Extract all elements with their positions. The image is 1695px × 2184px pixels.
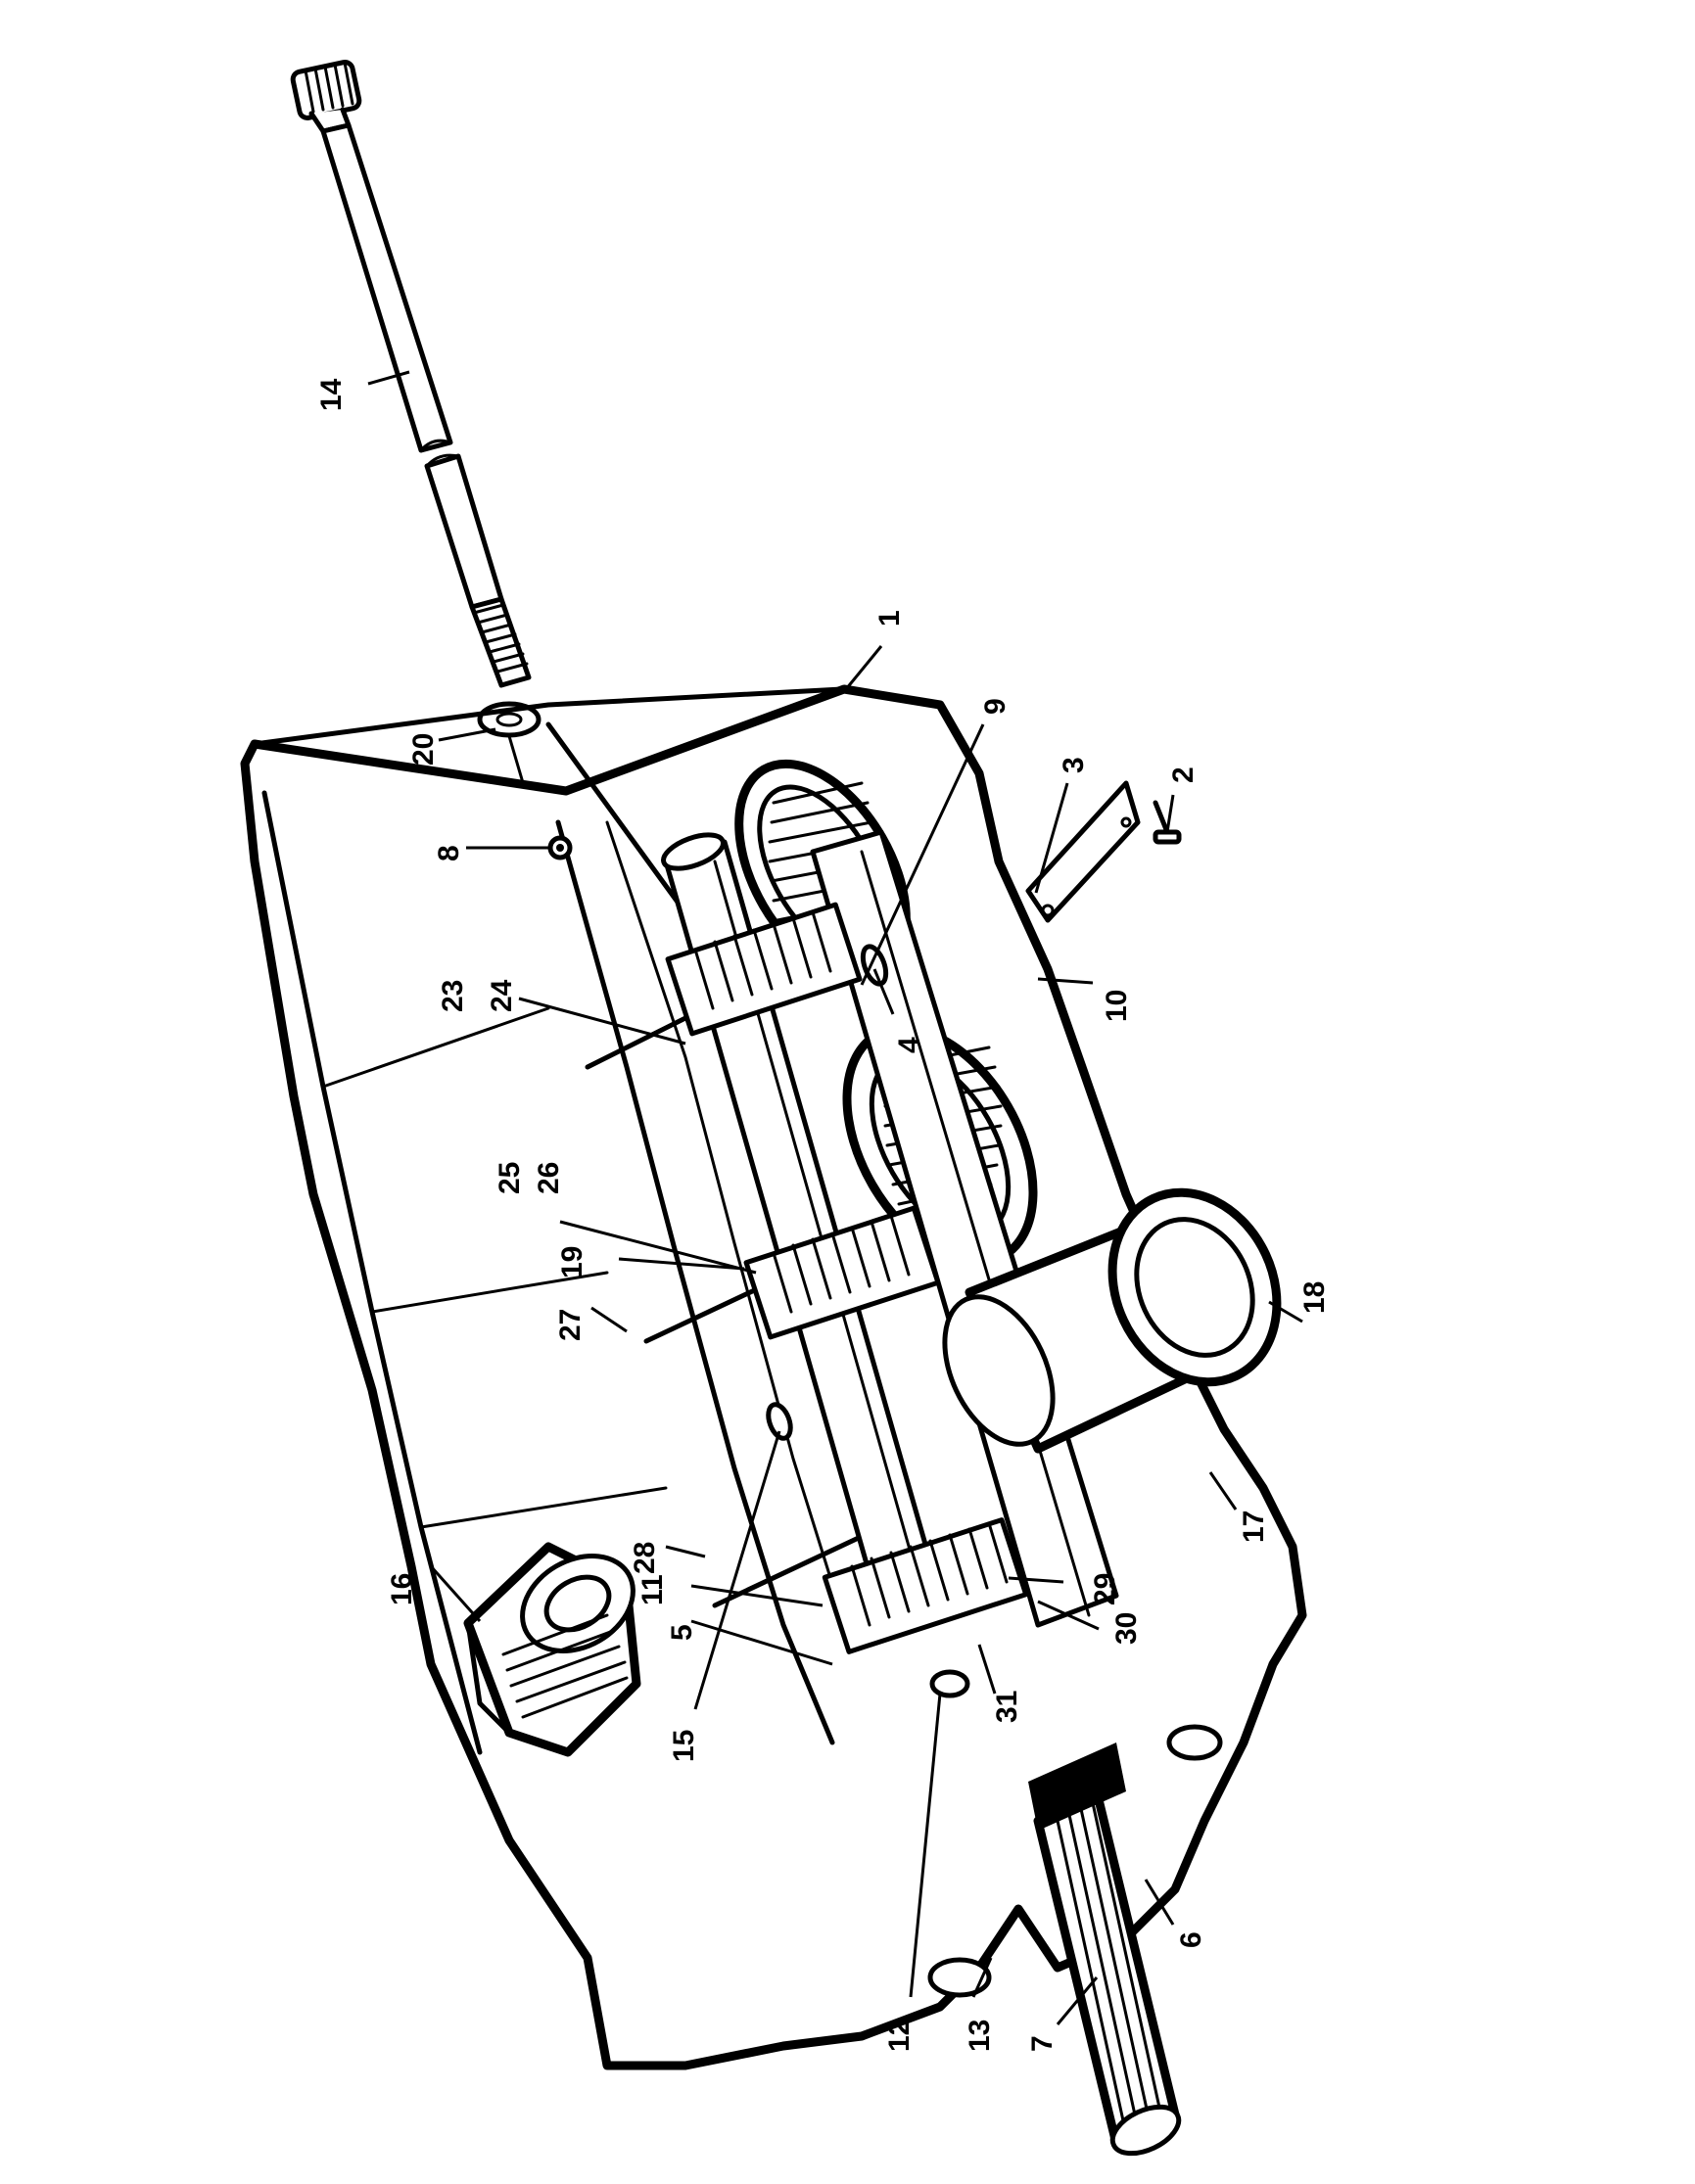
callout-10: 10: [1101, 990, 1133, 1022]
callout-8: 8: [433, 845, 465, 861]
callout-20: 20: [407, 733, 440, 766]
name-plate: [1025, 780, 1141, 923]
callout-2: 2: [1167, 767, 1200, 783]
callout-7: 7: [1026, 2035, 1059, 2052]
callout-3: 3: [1058, 757, 1090, 773]
callout-9: 9: [979, 698, 1012, 715]
gear-set-middle: [743, 1205, 941, 1340]
callout-26: 26: [533, 1162, 565, 1194]
plate-screw: [1153, 800, 1182, 845]
leader-lines: [367, 370, 1303, 2025]
callout-4: 4: [893, 1037, 925, 1053]
gear-set-upper: [665, 902, 863, 1037]
callout-6: 6: [1175, 1931, 1207, 1948]
callout-28: 28: [629, 1542, 661, 1574]
inlet-fitting: [463, 1542, 641, 1757]
callout-18: 18: [1298, 1281, 1331, 1314]
callout-1: 1: [873, 610, 906, 627]
callout-labels: 1 2 3 4 5 6 7 8 9 10 11 12 13 14 15 16 1…: [315, 378, 1331, 2052]
callout-24: 24: [486, 979, 518, 1012]
callout-12: 12: [883, 2020, 916, 2052]
callout-17: 17: [1238, 1510, 1270, 1543]
callout-27: 27: [554, 1309, 587, 1341]
tie-rod-bolt: [290, 60, 532, 688]
splined-drive-end: [1028, 1743, 1182, 2157]
callout-31: 31: [991, 1691, 1023, 1723]
callout-15: 15: [668, 1730, 700, 1762]
callout-13: 13: [964, 2020, 996, 2052]
callout-23: 23: [437, 980, 469, 1012]
callout-25: 25: [494, 1162, 526, 1194]
callout-29: 29: [1089, 1573, 1121, 1605]
callout-11: 11: [636, 1574, 669, 1605]
callout-19: 19: [556, 1246, 589, 1278]
gear-set-lower: [822, 1517, 1029, 1654]
callout-14: 14: [315, 378, 348, 411]
callout-30: 30: [1110, 1612, 1143, 1645]
callout-16: 16: [386, 1573, 418, 1605]
callout-5: 5: [666, 1624, 698, 1641]
outlet-fitting: [942, 1187, 1282, 1454]
